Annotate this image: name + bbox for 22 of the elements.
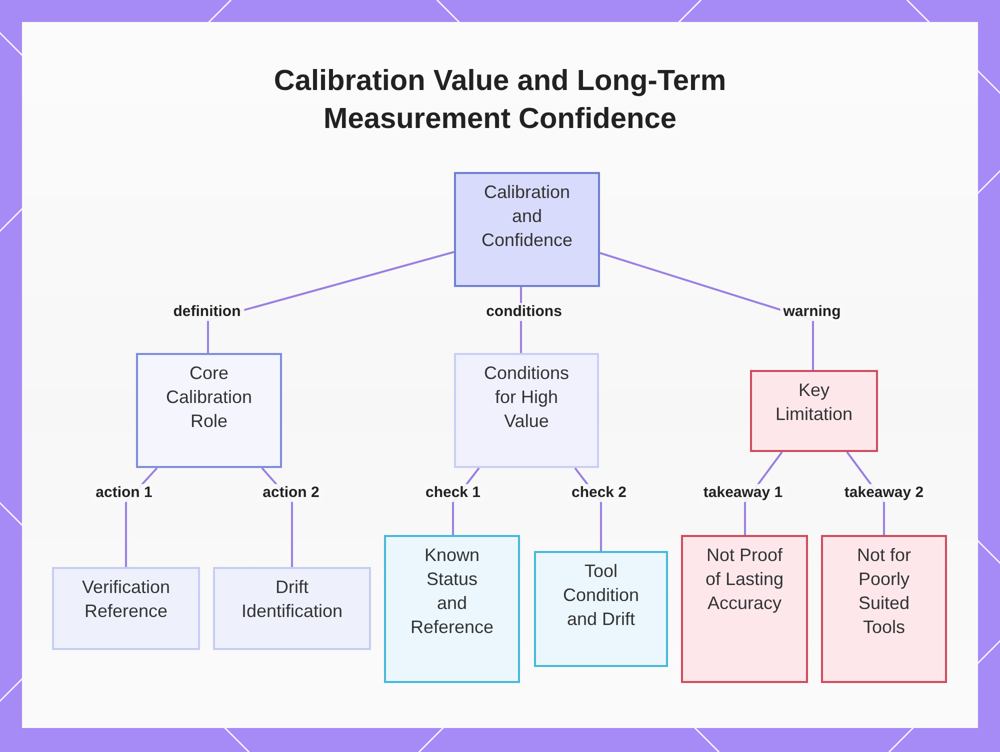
concept-box <box>454 353 599 468</box>
concept-box <box>384 535 520 683</box>
concept-box <box>534 551 668 667</box>
node-text: Not for Poorly Suited Tools <box>856 544 912 639</box>
concept-box <box>821 535 947 683</box>
node-text: Known Status and Reference <box>409 544 495 639</box>
node-text: Drift Identification <box>240 576 344 623</box>
concept-box <box>454 172 600 287</box>
diagram-title: Calibration Value and Long-Term Measurement Confidence <box>272 64 728 137</box>
node-text: Core Calibration Role <box>164 362 254 433</box>
concept-box <box>52 567 200 650</box>
node-text: Not Proof of Lasting Accuracy <box>704 544 785 615</box>
concept-box <box>750 370 878 452</box>
node-text: Verification Reference <box>80 576 172 623</box>
node-text: Calibration and Confidence <box>480 181 574 252</box>
connector-line <box>600 252 814 370</box>
concept-box <box>213 567 371 650</box>
concept-box <box>136 353 282 468</box>
node-text: Conditions for High Value <box>482 362 570 433</box>
node-text: Key Limitation <box>774 379 854 426</box>
concept-box <box>681 535 808 683</box>
node-text: Tool Condition and Drift <box>562 560 640 631</box>
